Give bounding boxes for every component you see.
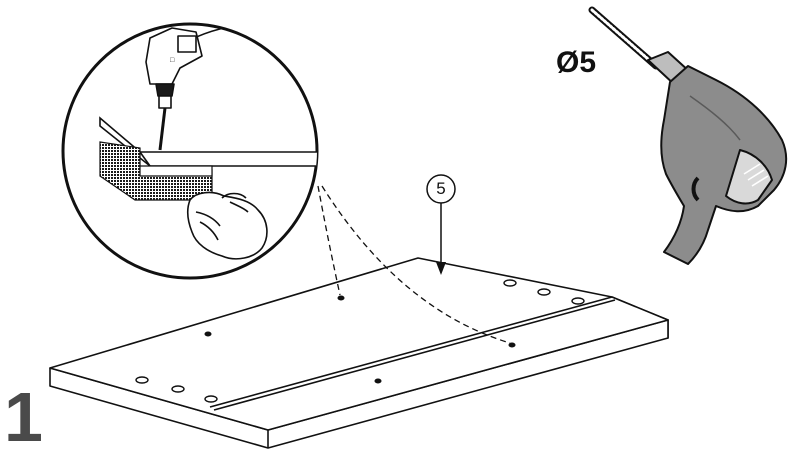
drill-point bbox=[337, 295, 345, 301]
drill-bit-size-label: Ø5 bbox=[556, 46, 597, 79]
hole bbox=[171, 385, 185, 393]
panel-holes bbox=[135, 279, 585, 403]
drill-vents bbox=[743, 163, 769, 187]
step-number: 1 bbox=[4, 378, 43, 456]
detail-leader-lines bbox=[317, 185, 511, 344]
hand-icon bbox=[187, 191, 268, 260]
detail-content: □ bbox=[99, 24, 317, 260]
hole bbox=[204, 395, 218, 403]
part-callout bbox=[426, 174, 456, 275]
callout-arrow-head bbox=[436, 262, 446, 275]
power-drill-icon bbox=[588, 6, 788, 265]
hole bbox=[503, 279, 517, 287]
part-number-label: 5 bbox=[436, 179, 446, 198]
drill-point bbox=[508, 342, 516, 348]
panel-groove-line bbox=[213, 299, 616, 411]
panel-groove-line bbox=[209, 296, 613, 408]
scrap-wood-block-icon bbox=[99, 141, 213, 201]
drill-point bbox=[374, 378, 382, 384]
drill-point bbox=[204, 331, 212, 337]
drill-grip bbox=[725, 149, 773, 205]
drill-detail-icon: □ bbox=[145, 24, 256, 151]
svg-text:□: □ bbox=[170, 57, 175, 64]
drill-body bbox=[660, 65, 788, 265]
panel-top-face bbox=[49, 257, 669, 431]
hole bbox=[135, 376, 149, 384]
drill-trigger bbox=[691, 176, 700, 202]
drill-bit bbox=[588, 6, 660, 70]
hole bbox=[537, 288, 551, 296]
hole bbox=[571, 297, 585, 305]
panel-board bbox=[49, 257, 669, 449]
panel-drill-points bbox=[204, 295, 516, 384]
